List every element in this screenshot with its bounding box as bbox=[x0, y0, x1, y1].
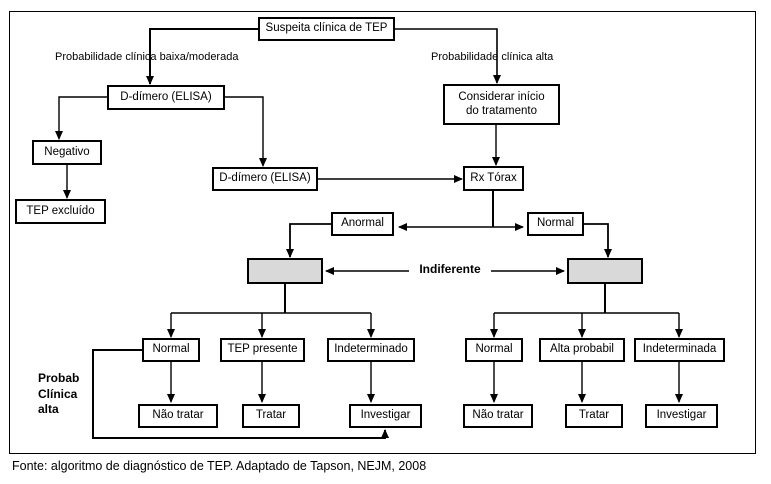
node-right-normal: Normal bbox=[465, 338, 523, 362]
node-rx-torax: Rx Tórax bbox=[463, 166, 524, 191]
gray-box-left bbox=[247, 258, 323, 284]
node-ddimero-1: D-dímero (ELISA) bbox=[107, 85, 225, 110]
node-negativo: Negativo bbox=[32, 140, 102, 165]
node-left-indeterminado: Indeterminado bbox=[327, 338, 415, 362]
node-left-normal: Normal bbox=[142, 338, 200, 362]
node-suspeita-clinica: Suspeita clínica de TEP bbox=[258, 17, 395, 41]
gray-box-right bbox=[567, 258, 643, 284]
node-left-tratar: Tratar bbox=[242, 404, 300, 428]
node-left-nao-tratar: Não tratar bbox=[138, 404, 218, 428]
label-prob-alta: Probabilidade clínica alta bbox=[431, 51, 554, 63]
node-left-investigar: Investigar bbox=[349, 404, 422, 428]
label-prob-baixa-moderada: Probabilidade clínica baixa/moderada bbox=[55, 51, 239, 63]
node-tep-excluido: TEP excluído bbox=[15, 199, 106, 224]
label-probab-clinica-alta: Probab Clínica alta bbox=[38, 371, 80, 417]
node-ddimero-2: D-dímero (ELISA) bbox=[212, 167, 318, 191]
diagram-border bbox=[9, 11, 756, 454]
node-anormal: Anormal bbox=[331, 212, 394, 236]
source-caption: Fonte: algoritmo de diagnóstico de TEP. … bbox=[12, 459, 427, 473]
node-considerar-tratamento: Considerar início do tratamento bbox=[443, 84, 560, 125]
node-right-alta-probabil: Alta probabil bbox=[539, 338, 625, 362]
node-left-tep-presente: TEP presente bbox=[220, 338, 305, 362]
node-right-indeterminada: Indeterminada bbox=[634, 338, 725, 362]
label-indiferente: Indiferente bbox=[419, 262, 481, 276]
node-right-investigar: Investigar bbox=[645, 404, 718, 428]
node-right-nao-tratar: Não tratar bbox=[463, 404, 533, 428]
node-right-tratar: Tratar bbox=[565, 404, 623, 428]
node-normal-top: Normal bbox=[527, 212, 584, 236]
